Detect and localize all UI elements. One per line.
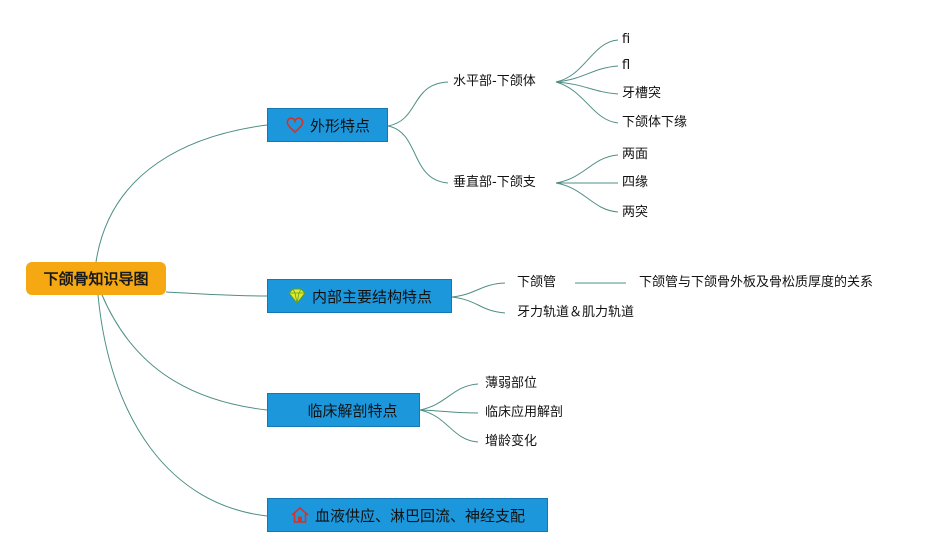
branch-label: 外形特点 <box>309 116 370 135</box>
subnode-aging[interactable]: 增龄变化 <box>485 434 538 449</box>
leaf-horizontal-2[interactable]: fl <box>622 58 631 73</box>
leaf-horizontal-4[interactable]: 下颌体下缘 <box>622 115 688 130</box>
connector-clinical-aging <box>419 409 479 443</box>
root-node[interactable]: 下颌骨知识导图 <box>26 262 166 295</box>
branch-label: 血液供应、淋巴回流、神经支配 <box>314 506 525 525</box>
leaf-vertical-3[interactable]: 两突 <box>622 205 649 220</box>
connector-root-vascular <box>97 294 268 517</box>
connector-clinical-weak <box>419 383 479 411</box>
subnode-trajectory[interactable]: 牙力轨道＆肌力轨道 <box>517 305 635 320</box>
home-icon <box>290 505 310 525</box>
connector-shape-vertical <box>387 125 449 184</box>
heart-icon <box>285 115 305 135</box>
branch-label: 临床解剖特点 <box>307 401 398 420</box>
root-label: 下颌骨知识导图 <box>43 270 149 288</box>
subnode-canal[interactable]: 下颌管 <box>517 275 557 290</box>
connector-shape-horizontal <box>387 81 449 127</box>
leaf-vertical-1[interactable]: 两面 <box>622 147 649 162</box>
leaf-horizontal-1[interactable]: fi <box>622 32 631 47</box>
branch-internal[interactable]: 内部主要结构特点 <box>267 279 452 313</box>
subnode-applied[interactable]: 临床应用解剖 <box>485 405 564 420</box>
subnode-vertical[interactable]: 垂直部-下颌支 <box>453 175 536 190</box>
connector-v-1 <box>555 154 619 184</box>
connector-clinical-applied <box>419 409 479 414</box>
subnode-weak[interactable]: 薄弱部位 <box>485 376 538 391</box>
connector-v-3 <box>555 182 619 213</box>
connector-h-4 <box>555 81 619 124</box>
leaf-horizontal-3[interactable]: 牙槽突 <box>622 86 662 101</box>
branch-vascular[interactable]: 血液供应、淋巴回流、神经支配 <box>267 498 548 532</box>
subnode-horizontal[interactable]: 水平部-下颌体 <box>453 74 536 89</box>
connector-h-1 <box>555 39 619 83</box>
diamond-icon <box>287 286 307 306</box>
branch-shape[interactable]: 外形特点 <box>267 108 388 142</box>
leaf-canal-detail[interactable]: 下颌管与下颌骨外板及骨松质厚度的关系 <box>639 275 874 290</box>
leaf-vertical-2[interactable]: 四缘 <box>622 175 649 190</box>
connector-h-2 <box>555 65 619 83</box>
connector-h-3 <box>555 81 619 95</box>
connector-internal-canal <box>451 282 506 298</box>
connector-root-internal <box>165 291 268 297</box>
connector-root-shape <box>95 124 268 263</box>
connector-internal-trajectory <box>451 296 506 314</box>
branch-clinical[interactable]: 临床解剖特点 <box>267 393 420 427</box>
connector-root-clinical <box>101 294 268 411</box>
branch-label: 内部主要结构特点 <box>311 287 432 306</box>
